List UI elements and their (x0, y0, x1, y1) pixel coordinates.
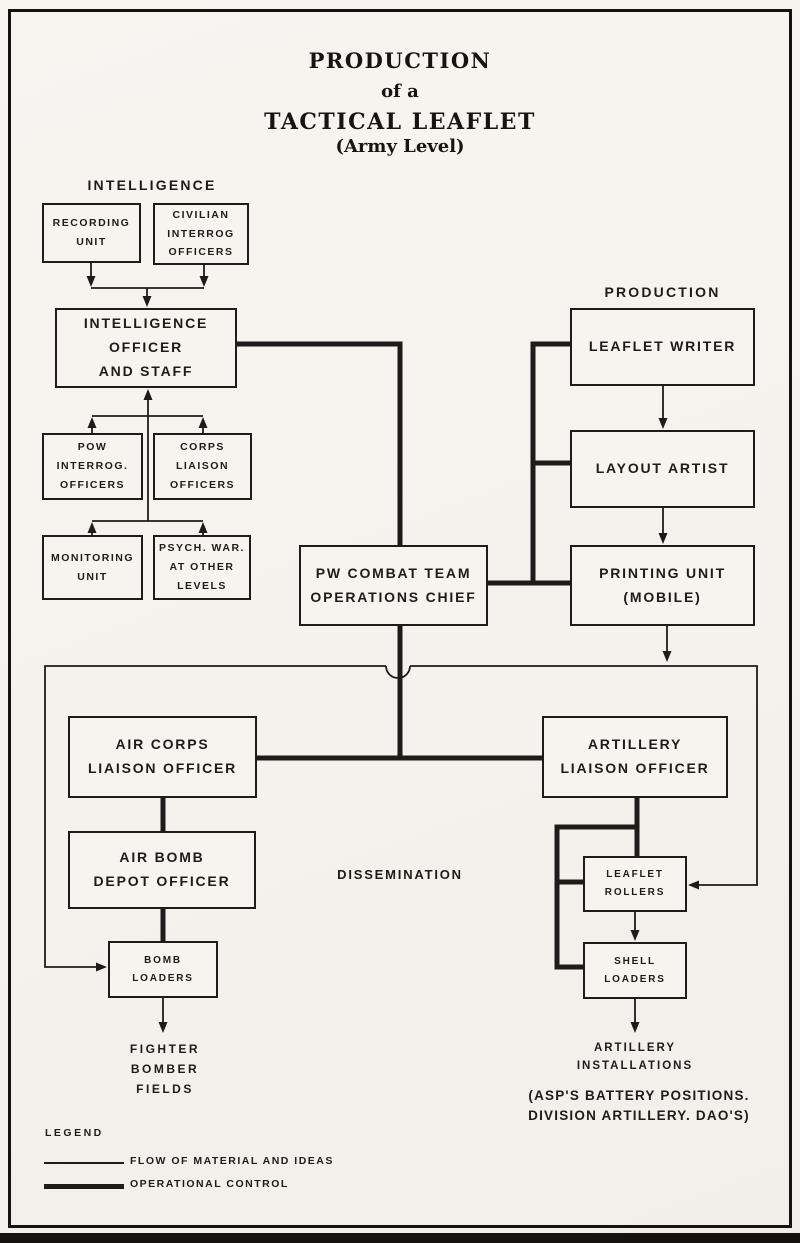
node-label: ARTILLERY LIAISON OFFICER (560, 736, 710, 776)
node-intelligence-officer-and-staff: INTELLIGENCE OFFICER AND STAFF (55, 308, 237, 388)
node-pw-combat-team-operations-chief: PW COMBAT TEAM OPERATIONS CHIEF (299, 545, 488, 626)
ctrl-pwteam-to-dissem (257, 626, 542, 761)
flow-loader-chain (162, 912, 636, 1022)
node-label: LEAFLET WRITER (588, 338, 737, 355)
material-flow-lines (44, 263, 758, 1022)
flow-distribution-right (410, 665, 758, 886)
ctrl-pwteam-to-production (488, 341, 570, 586)
node-corps-liaison-officers: CORPS LIAISON OFFICERS (153, 433, 252, 500)
legend-thin-label: FLOW OF MATERIAL AND IDEAS (130, 1155, 334, 1167)
node-label: CORPS LIAISON OFFICERS (169, 441, 236, 491)
section-label-intelligence: INTELLIGENCE (87, 177, 217, 193)
node-artillery-liaison-officer: ARTILLERY LIAISON OFFICER (542, 716, 728, 798)
scan-edge-bottom (0, 1233, 800, 1243)
node-label: AIR CORPS LIAISON OFFICER (87, 736, 238, 776)
node-bomb-loaders: BOMB LOADERS (108, 941, 218, 998)
node-label: MONITORING UNIT (50, 551, 135, 583)
flow-top-intel-merge (90, 263, 205, 298)
node-pow-interrog-officers: POW INTERROG. OFFICERS (42, 433, 143, 500)
node-label: POW INTERROG. OFFICERS (56, 441, 129, 491)
node-label: PW COMBAT TEAM OPERATIONS CHIEF (310, 564, 477, 605)
node-civilian-interrog-officers: CIVILIAN INTERROG OFFICERS (153, 203, 249, 265)
legend-thin-line-sample (44, 1162, 124, 1164)
title-tactical-leaflet: TACTICAL LEAFLET (264, 109, 536, 135)
title-production: PRODUCTION (308, 48, 492, 73)
node-monitoring-unit: MONITORING UNIT (42, 535, 143, 600)
node-label: PRINTING UNIT (MOBILE) (599, 564, 726, 605)
node-label: BOMB LOADERS (132, 954, 194, 984)
operational-control-lines (160, 341, 640, 970)
node-leaflet-writer: LEAFLET WRITER (570, 308, 755, 386)
node-label: AIR BOMB DEPOT OFFICER (93, 849, 231, 889)
section-label-dissemination: DISSEMINATION (337, 867, 463, 882)
terminal-artillery-installations: ARTILLERY INSTALLATIONS (576, 1042, 694, 1072)
title-of-a: of a (381, 81, 419, 102)
node-layout-artist: LAYOUT ARTIST (570, 430, 755, 508)
diagram-title: PRODUCTION of a TACTICAL LEAFLET (Army L… (0, 48, 800, 157)
node-label: LEAFLET ROLLERS (604, 869, 666, 898)
legend-title: LEGEND (45, 1127, 104, 1139)
node-shell-loaders: SHELL LOADERS (583, 942, 687, 999)
section-label-production: PRODUCTION (604, 284, 721, 300)
node-label: PSYCH. WAR. AT OTHER LEVELS (159, 542, 245, 592)
ctrl-artillery-chain (554, 798, 640, 970)
legend-thick-label: OPERATIONAL CONTROL (130, 1178, 289, 1190)
flow-distribution-left (44, 665, 386, 968)
node-label: INTELLIGENCE OFFICER AND STAFF (83, 315, 209, 379)
node-air-bomb-depot-officer: AIR BOMB DEPOT OFFICER (68, 831, 256, 909)
material-flow-arrowheads (86, 276, 699, 1033)
node-air-corps-liaison-officer: AIR CORPS LIAISON OFFICER (68, 716, 257, 798)
legend-thick-line-sample (44, 1184, 124, 1189)
node-label: CIVILIAN INTERROG OFFICERS (167, 208, 235, 259)
ctrl-intel-to-pwteam (237, 341, 403, 545)
node-label: SHELL LOADERS (604, 955, 666, 985)
node-label: RECORDING UNIT (52, 217, 131, 248)
node-label: LAYOUT ARTIST (595, 460, 730, 477)
flow-production-chain (662, 386, 668, 651)
node-leaflet-rollers: LEAFLET ROLLERS (583, 856, 687, 912)
flow-mid-intel-merge (91, 400, 204, 535)
title-army-level: (Army Level) (335, 136, 465, 157)
terminal-fighter-bomber-fields: FIGHTER BOMBER FIELDS (129, 1042, 201, 1096)
node-recording-unit: RECORDING UNIT (42, 203, 141, 263)
node-psych-war-at-other-levels: PSYCH. WAR. AT OTHER LEVELS (153, 535, 251, 600)
terminal-artillery-installations-detail: (ASP'S BATTERY POSITIONS. DIVISION ARTIL… (528, 1088, 750, 1123)
node-printing-unit-mobile: PRINTING UNIT (MOBILE) (570, 545, 755, 626)
